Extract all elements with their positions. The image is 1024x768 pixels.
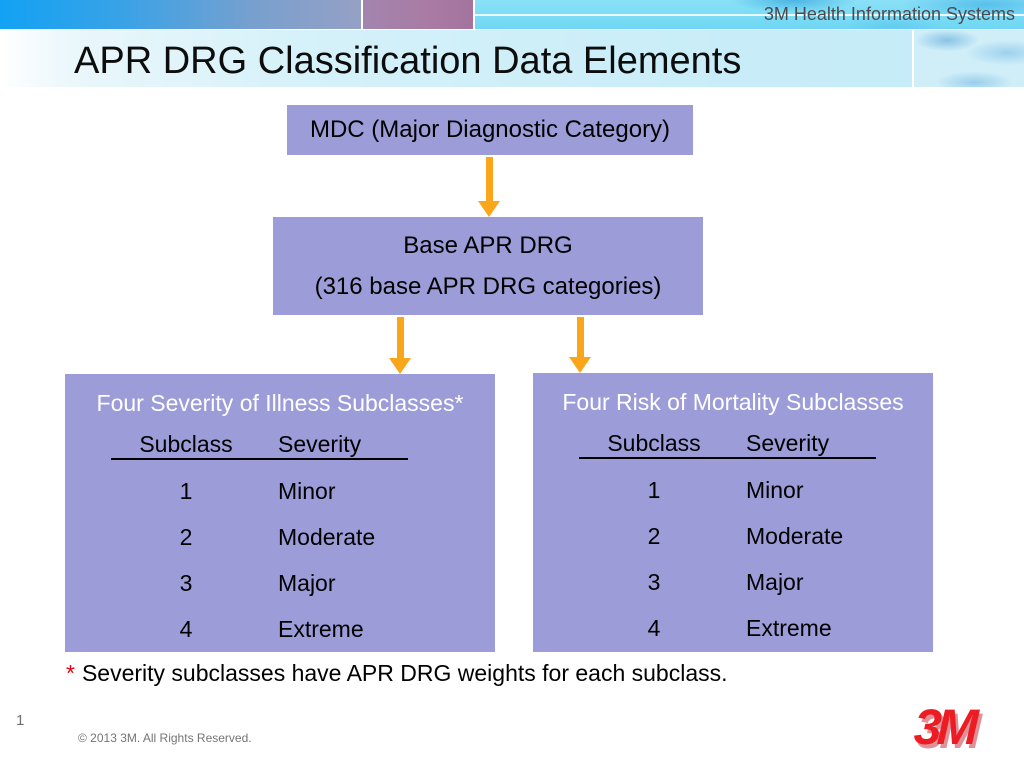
base-apr-drg-box: Base APR DRG (316 base APR DRG categorie…: [273, 217, 703, 315]
footnote-text: Severity subclasses have APR DRG weights…: [81, 660, 728, 686]
severity-of-illness-box: Four Severity of Illness Subclasses* Sub…: [65, 374, 495, 652]
subclass-value: 4: [647, 615, 661, 641]
subclass-value: 1: [647, 477, 661, 503]
severity-value: Extreme: [278, 616, 364, 642]
3m-logo: 3M: [913, 699, 975, 755]
page-number: 1: [16, 712, 25, 729]
arrow-shaft: [397, 317, 404, 358]
copyright-text: © 2013 3M. All Rights Reserved.: [78, 731, 252, 745]
arrow-head: [478, 201, 500, 217]
table-row: 1 Minor: [579, 467, 933, 513]
subclass-value: 2: [647, 523, 661, 549]
column-header-severity: Severity: [278, 431, 362, 457]
banner-sky-block: [475, 0, 1024, 29]
arrow-shaft: [486, 157, 493, 201]
severity-value: Major: [278, 570, 336, 596]
banner-divider-line: [475, 14, 1024, 16]
table-row: 1 Minor: [111, 468, 495, 514]
severity-table-header: Subclass Severity: [111, 420, 495, 468]
banner-mauve-block: [363, 0, 473, 29]
table-row: 2 Moderate: [111, 514, 495, 560]
brand-text: 3M Health Information Systems: [763, 4, 1015, 24]
header-banner: 3M Health Information Systems: [0, 0, 1024, 29]
table-header-underline: Subclass Severity: [111, 431, 408, 460]
title-band: [0, 30, 1024, 87]
subclass-value: 4: [179, 616, 193, 642]
subclass-value: 3: [179, 570, 193, 596]
mortality-table-header: Subclass Severity: [579, 419, 933, 467]
footnote: *Severity subclasses have APR DRG weight…: [66, 659, 728, 687]
subclass-value: 3: [647, 569, 661, 595]
arrow-head: [389, 358, 411, 374]
severity-value: Major: [746, 569, 804, 595]
subclass-value: 2: [179, 524, 193, 550]
column-header-severity: Severity: [746, 430, 830, 456]
table-row: 4 Extreme: [111, 606, 495, 652]
mdc-box: MDC (Major Diagnostic Category): [287, 105, 693, 155]
page-title: APR DRG Classification Data Elements: [74, 40, 742, 82]
severity-value: Moderate: [746, 523, 844, 549]
footnote-asterisk: *: [66, 660, 75, 686]
severity-value: Minor: [278, 478, 336, 504]
severity-value: Moderate: [278, 524, 376, 550]
arrow-shaft: [577, 317, 584, 357]
risk-of-mortality-box: Four Risk of Mortality Subclasses Subcla…: [533, 373, 933, 652]
table-row: 3 Major: [111, 560, 495, 606]
table-row: 4 Extreme: [579, 605, 933, 651]
subclass-value: 1: [179, 478, 193, 504]
table-header-underline: Subclass Severity: [579, 430, 876, 459]
severity-box-title: Four Severity of Illness Subclasses*: [96, 390, 464, 416]
base-box-line1: Base APR DRG: [403, 231, 573, 259]
title-cloud-decoration: [912, 30, 1024, 87]
banner-gradient-block: [0, 0, 361, 29]
severity-value: Minor: [746, 477, 804, 503]
arrow-head: [569, 357, 591, 373]
column-header-subclass: Subclass: [139, 431, 233, 457]
table-row: 2 Moderate: [579, 513, 933, 559]
mortality-box-title: Four Risk of Mortality Subclasses: [562, 389, 904, 415]
column-header-subclass: Subclass: [607, 430, 701, 456]
severity-value: Extreme: [746, 615, 832, 641]
base-box-line2: (316 base APR DRG categories): [314, 272, 662, 300]
table-row: 3 Major: [579, 559, 933, 605]
